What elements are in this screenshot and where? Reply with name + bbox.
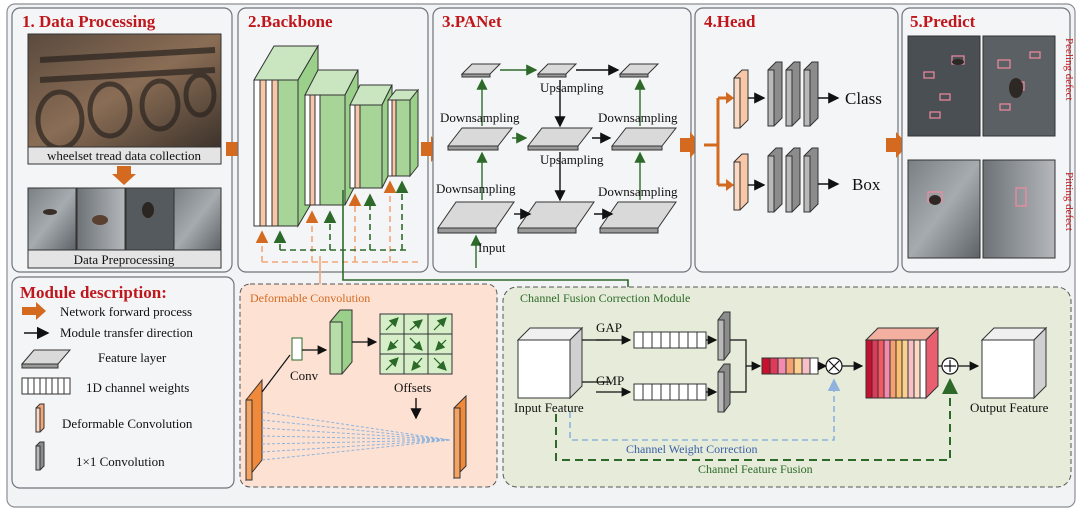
preprocessed-images	[27, 187, 222, 251]
offsets-label: Offsets	[394, 380, 431, 395]
legend-label-forward: Network forward process	[60, 304, 192, 319]
forward-arrow-icon	[886, 132, 908, 158]
panel-title-head: 4.Head	[704, 12, 756, 31]
panel-title-predict: 5.Predict	[910, 12, 976, 31]
output-feature-cube	[980, 326, 1048, 400]
channel-weights-icon	[21, 377, 71, 395]
pitting-image-2	[982, 159, 1056, 259]
collect-label: wheelset tread data collection	[47, 148, 202, 163]
head-branch-box: Box	[733, 147, 881, 213]
panel-title-backbone: 2.Backbone	[248, 12, 333, 31]
upsampling-label-middle: Upsampling	[540, 152, 604, 167]
legend-label-weights: 1D channel weights	[86, 380, 189, 395]
gmp-weights	[633, 383, 707, 401]
box-label: Box	[852, 175, 881, 194]
legend-label-deformable: Deformable Convolution	[62, 416, 193, 431]
panel-data-processing: 1. Data Processing wheelset tread data c…	[11, 7, 233, 273]
forward-arrow-icon	[421, 136, 443, 162]
legend-label-feature: Feature layer	[98, 350, 167, 365]
gmp-label: GMP	[596, 373, 624, 388]
downsampling-label-bottom-right: Downsampling	[598, 184, 678, 199]
wheel-shapes-icon	[35, 47, 217, 151]
gap-weights	[633, 331, 707, 349]
panet-layer-top	[460, 63, 660, 78]
panet-layer-middle	[446, 127, 678, 151]
panet-arrows	[470, 64, 646, 268]
input-feature-label: Input Feature	[514, 400, 584, 415]
pitting-image-1	[907, 159, 981, 259]
legend-label-conv: 1×1 Convolution	[76, 454, 165, 469]
panel-title-data-processing: 1. Data Processing	[22, 12, 156, 31]
defect-marks	[929, 59, 1023, 205]
weight-correction-path	[569, 378, 841, 441]
backbone-block-3	[349, 84, 393, 189]
sampling-lines	[261, 411, 451, 461]
gap-label: GAP	[596, 320, 622, 335]
legend-panel: Module description: Network forward proc…	[11, 276, 235, 489]
down-arrow-icon	[112, 166, 136, 185]
backbone-to-cfcm-link	[342, 190, 629, 292]
output-feature-label: Output Feature	[970, 400, 1049, 415]
conv1x1-icon	[35, 441, 45, 471]
offsets-grid	[379, 313, 453, 375]
deformable-panel: Deformable Convolution Conv Offsets	[239, 283, 498, 488]
deformable-title: Deformable Convolution	[250, 291, 370, 305]
conv-kernel	[291, 337, 303, 361]
backbone-block-4	[386, 88, 420, 178]
downsampling-label-left: Downsampling	[440, 110, 520, 125]
pitting-label: Pitting defect	[1063, 172, 1075, 231]
cfcm-title: Channel Fusion Correction Module	[520, 291, 690, 305]
feature-fusion-label: Channel Feature Fusion	[698, 462, 813, 476]
legend-title: Module description:	[20, 283, 167, 302]
head-branch-class: Class	[733, 61, 882, 129]
panel-head: 4.Head Class Box	[694, 7, 899, 273]
fused-channel-weights	[761, 357, 819, 375]
downsampling-label-right: Downsampling	[598, 110, 678, 125]
downsampling-label-bottom-left: Downsampling	[436, 181, 516, 196]
weighted-feature-cube	[864, 326, 940, 400]
legend-label-transfer: Module transfer direction	[60, 325, 193, 340]
panel-predict: 5.Predict Peeling defect Pitting defect	[901, 7, 1075, 273]
class-label: Class	[845, 89, 882, 108]
panel-title-panet: 3.PANet	[442, 12, 502, 31]
input-label: Input	[478, 240, 506, 255]
input-feature-cube	[516, 326, 584, 400]
backbone-dashed-links	[255, 180, 420, 263]
upsampling-label-top: Upsampling	[540, 80, 604, 95]
panel-backbone: 2.Backbone	[237, 7, 429, 273]
weight-correction-label: Channel Weight Correction	[626, 442, 757, 456]
panet-layer-bottom	[437, 201, 677, 234]
deformable-conv-icon	[35, 403, 45, 433]
orange-arrow-icon	[22, 302, 46, 320]
preprocess-label: Data Preprocessing	[74, 252, 175, 267]
cfcm-panel: Channel Fusion Correction Module Input F…	[502, 286, 1072, 488]
forward-arrow-icon	[680, 132, 702, 158]
peeling-image-1	[907, 35, 981, 137]
peeling-label: Peeling defect	[1063, 38, 1075, 101]
conv-label: Conv	[290, 368, 319, 383]
panel-panet: 3.PANet	[432, 7, 692, 273]
feature-layer-icon	[20, 349, 72, 369]
